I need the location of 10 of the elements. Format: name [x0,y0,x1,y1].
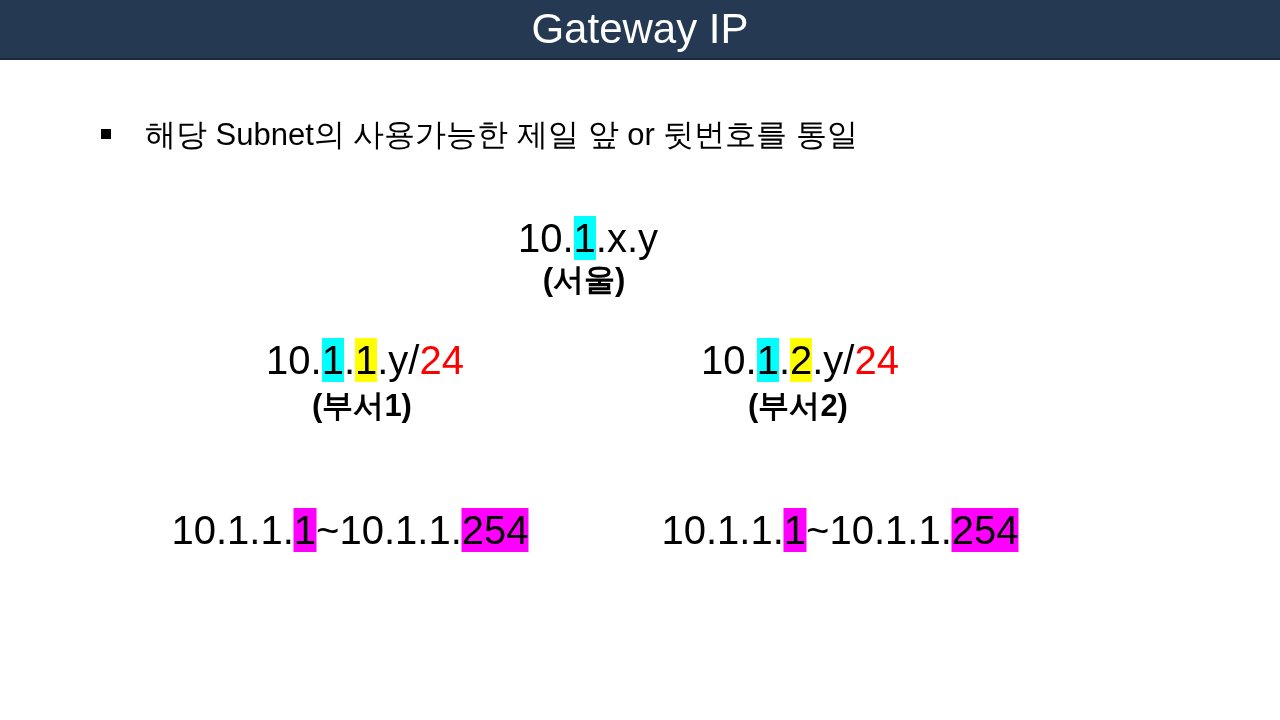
location-label: (서울) [542,262,626,298]
department-label: (부서1) [312,388,412,424]
bullet-text: 해당 Subnet의 사용가능한 제일 앞 or 뒷번호를 통일 [145,117,859,153]
ip-address: 10.1.1.y/24 [266,338,464,382]
ip-address: 10.1.x.y [517,216,659,260]
address-range: 10.1.1.1~10.1.1.254 [171,508,529,552]
title: Gateway IP [531,5,749,53]
ip-address: 10.1.2.y/24 [701,338,899,382]
address-range: 10.1.1.1~10.1.1.254 [661,508,1019,552]
department-label: (부서2) [748,388,848,424]
